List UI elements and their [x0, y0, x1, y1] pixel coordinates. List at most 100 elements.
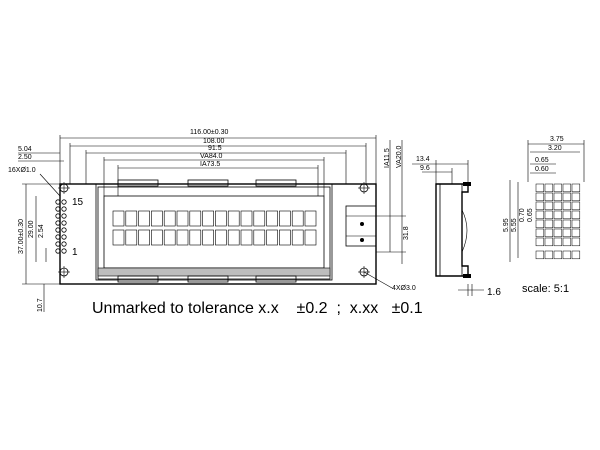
- char-dot: [562, 192, 572, 202]
- dim-dot-065: 0.65: [535, 157, 549, 164]
- tolerance-note: Unmarked to tolerance x.x ±0.2 ; x.xx ±0…: [92, 300, 423, 318]
- char-dot: [562, 201, 572, 211]
- char-dot: [544, 192, 554, 202]
- tolerance-value-2: ±0.1: [391, 300, 423, 317]
- dim-dot-060: 0.60: [535, 166, 549, 173]
- lcd-char-cell: [176, 210, 189, 227]
- lcd-char-cell: [189, 210, 202, 227]
- dim-bottom-107: 10.7: [37, 298, 44, 312]
- lcd-char-cell: [304, 210, 317, 227]
- lcd-char-cell: [189, 229, 202, 246]
- pin-15-label: 15: [72, 197, 84, 208]
- top-tab-3: [255, 179, 297, 187]
- lcd-char-cell: [266, 210, 278, 227]
- side-view: 13.4 9.6 1.6: [412, 156, 501, 298]
- char-dot: [571, 201, 581, 211]
- lcd-char-cell: [125, 229, 138, 246]
- character-detail: 3.75 3.20 0.65 0.60 5.95 5.55 0.70 0.65 …: [503, 136, 585, 295]
- pin-header-holes: [55, 199, 67, 254]
- lcd-char-cell: [240, 229, 253, 246]
- lcd-char-cell: [202, 210, 214, 227]
- char-dot: [544, 210, 554, 220]
- char-dot: [535, 192, 545, 202]
- pin-hole: [61, 248, 67, 254]
- char-dot: [562, 210, 572, 220]
- pin-hole: [55, 234, 61, 240]
- pin-hole: [61, 220, 67, 226]
- top-tab-1: [117, 179, 159, 187]
- lcd-char-cell: [266, 229, 278, 246]
- connector-pin-a: [360, 222, 364, 226]
- char-dot: [553, 228, 563, 238]
- dim-ia-115: IA11.5: [384, 148, 391, 168]
- lcd-char-cell: [253, 210, 266, 227]
- bezel-outline: [95, 183, 333, 281]
- pin-hole: [61, 241, 67, 247]
- lcd-char-cell: [202, 229, 214, 246]
- cursor-dot: [544, 250, 554, 260]
- pin-hole: [55, 241, 61, 247]
- mounting-hole-bl: [58, 266, 70, 278]
- lcd-char-cell: [215, 210, 227, 227]
- dim-char-375: 3.75: [550, 136, 564, 143]
- dim-side-134: 13.4: [416, 156, 430, 163]
- char-dot: [571, 210, 581, 220]
- pin-1-label: 1: [72, 247, 78, 258]
- char-dot: [571, 237, 581, 247]
- char-dot: [571, 228, 581, 238]
- dim-left-504: 5.04: [18, 146, 32, 153]
- pin-hole: [55, 220, 61, 226]
- pin-hole: [61, 227, 67, 233]
- char-dot: [544, 219, 554, 229]
- char-dot: [571, 219, 581, 229]
- scale-label: scale: 5:1: [522, 283, 569, 295]
- lcd-char-cell: [176, 229, 189, 246]
- char-dot: [544, 183, 554, 193]
- char-dot: [553, 183, 563, 193]
- dim-pitch-254: 2.54: [38, 224, 45, 238]
- dim-side-96: 9.6: [420, 165, 430, 172]
- pin-hole: [61, 234, 67, 240]
- dim-holes: 16XØ1.0: [8, 167, 36, 174]
- char-dot: [562, 228, 572, 238]
- lcd-char-cell: [215, 229, 227, 246]
- dim-dot-070: 0.70: [519, 208, 526, 222]
- lcd-char-cell: [112, 210, 125, 227]
- top-tab-2: [187, 179, 229, 187]
- dim-dot-065b: 0.65: [527, 208, 534, 222]
- lcd-char-cell: [138, 210, 150, 227]
- lcd-character-cells: [112, 210, 317, 246]
- pin-hole: [55, 199, 61, 205]
- tolerance-text: Unmarked to tolerance x.x: [92, 300, 279, 317]
- char-dot: [553, 201, 563, 211]
- lcd-char-cell: [240, 210, 253, 227]
- char-dot: [562, 237, 572, 247]
- pin-hole: [61, 206, 67, 212]
- dim-view-area: VA84.0: [200, 153, 223, 160]
- lcd-char-cell: [138, 229, 150, 246]
- dim-left-250: 2.50: [18, 154, 32, 161]
- char-dot: [562, 183, 572, 193]
- char-dot: [562, 219, 572, 229]
- cursor-dot: [535, 250, 545, 260]
- dim-mounting-holes: 4XØ3.0: [392, 285, 416, 292]
- lcd-char-cell: [163, 210, 176, 227]
- char-dot: [553, 219, 563, 229]
- dim-overall-width: 116.00±0.30: [190, 129, 228, 136]
- char-dot: [553, 237, 563, 247]
- lcd-char-cell: [227, 229, 240, 246]
- cursor-dot: [562, 250, 572, 260]
- mounting-hole-tr: [358, 182, 370, 194]
- lcd-char-cell: [112, 229, 125, 246]
- char-dot: [544, 201, 554, 211]
- dim-char-595: 5.95: [503, 218, 510, 232]
- char-dot: [535, 201, 545, 211]
- pin-hole: [55, 227, 61, 233]
- pin-hole: [61, 199, 67, 205]
- bezel-bottom-strip: [97, 267, 331, 277]
- char-dot: [553, 192, 563, 202]
- lcd-char-cell: [279, 229, 291, 246]
- front-view: 15 1 116.00±0.30 108.00 91.5 VA84.0 IA73…: [8, 129, 416, 312]
- dim-pcb-width: 108.00: [203, 138, 225, 145]
